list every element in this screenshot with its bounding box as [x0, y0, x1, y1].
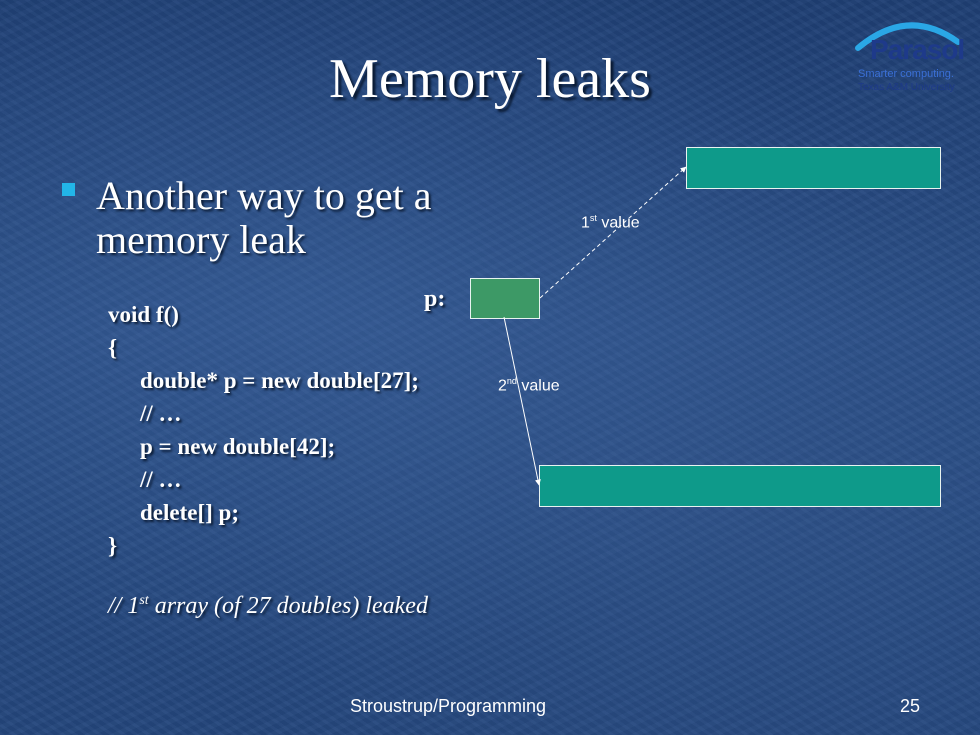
second-value-label: 2nd value — [498, 376, 560, 395]
leak-comment: // 1st array (of 27 doubles) leaked — [108, 593, 428, 620]
slide-title: Memory leaks — [329, 48, 651, 110]
first-value-text: value — [596, 214, 640, 232]
first-array-box — [686, 147, 941, 189]
code-line: // … — [140, 467, 182, 492]
second-value-text: value — [516, 377, 560, 395]
second-value-sup: nd — [506, 376, 517, 386]
code-line: // … — [140, 401, 182, 426]
logo-arc-icon — [855, 22, 961, 51]
logo-tagline: Smarter computing. — [858, 68, 954, 80]
first-value-num: 1 — [581, 214, 590, 232]
parasol-logo: Parasol Smarter computing. Texas A&M Uni… — [848, 12, 968, 98]
first-value-label: 1st value — [581, 213, 640, 232]
code-line: delete[] p; — [140, 500, 239, 525]
second-value-num: 2 — [498, 377, 507, 395]
comment-sup: st — [139, 593, 149, 608]
logo-university: Texas A&M University — [858, 82, 955, 93]
pointer-box — [470, 278, 540, 319]
second-value-arrow — [503, 316, 541, 486]
comment-suffix: array (of 27 doubles) leaked — [148, 593, 428, 619]
comment-prefix: // 1 — [108, 593, 140, 619]
second-array-box — [539, 465, 941, 507]
code-line: { — [108, 335, 118, 360]
page-number: 25 — [900, 696, 921, 716]
bullet-text: Another way to get a memory leak — [96, 173, 432, 262]
first-value-arrow — [539, 166, 687, 299]
code-line: p = new double[42]; — [140, 434, 336, 459]
logo-name: Parasol — [870, 34, 965, 65]
code-line: double* p = new double[27]; — [140, 368, 419, 393]
pointer-label: p: — [424, 286, 446, 312]
code-line: } — [108, 533, 118, 558]
footer-text: Stroustrup/Programming — [349, 696, 547, 716]
bullet-square-icon — [62, 183, 75, 196]
first-value-sup: st — [589, 213, 597, 223]
code-line: void f() — [108, 302, 179, 327]
